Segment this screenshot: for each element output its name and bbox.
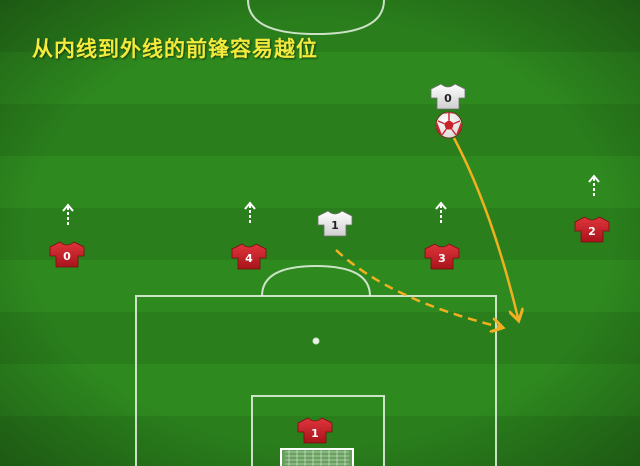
forward-run-arrow: [335, 249, 500, 327]
white-player-0: 0: [430, 83, 466, 110]
red-player-2: 2: [574, 216, 610, 243]
red-player-3: 3: [424, 243, 460, 270]
shirt-number: 3: [438, 252, 446, 265]
football-icon: [435, 111, 463, 139]
penalty-arc: [261, 264, 371, 297]
red-goalkeeper-1: 1: [297, 417, 333, 444]
red-player-4: 4: [231, 243, 267, 270]
shirt-number: 0: [63, 250, 71, 263]
goal-net: [280, 448, 354, 466]
white-player-1: 1: [317, 210, 353, 237]
penalty-spot: [312, 337, 320, 345]
shirt-number: 1: [311, 427, 319, 440]
diagram-caption: 从内线到外线的前锋容易越位: [32, 37, 318, 61]
top-circle-arc: [247, 0, 385, 36]
shirt-number: 2: [588, 225, 596, 238]
shirt-number: 0: [444, 92, 452, 105]
goal-area: [251, 395, 385, 466]
pass-run-arrow: [452, 137, 518, 318]
pitch-lines: [135, 0, 497, 466]
shirt-number: 1: [331, 219, 339, 232]
shirt-number: 4: [245, 252, 253, 265]
red-player-0: 0: [49, 241, 85, 268]
penalty-box: [135, 295, 497, 466]
